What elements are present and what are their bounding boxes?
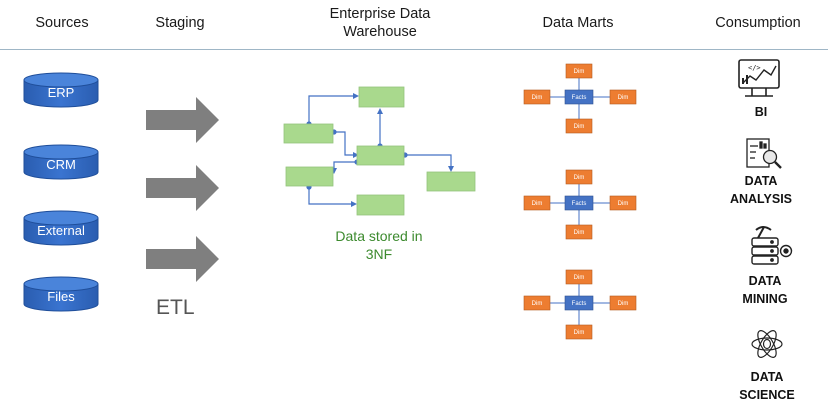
- dim-box: [565, 324, 593, 340]
- edw-table: [358, 86, 405, 108]
- edw-caption: Data stored in 3NF: [318, 227, 440, 263]
- dim-box: [609, 195, 637, 211]
- dim-box: [565, 224, 593, 240]
- header-edw-line2: Warehouse: [343, 24, 417, 40]
- dim-label: Dim: [532, 301, 543, 307]
- dim-label: Dim: [574, 230, 585, 236]
- consumption-analysis-line1: DATA: [744, 174, 778, 188]
- dim-label: Dim: [574, 275, 585, 281]
- facts-box: [564, 295, 594, 311]
- source-external-cylinder: [23, 210, 99, 246]
- consumption-science-label: DATA SCIENCE: [712, 368, 822, 404]
- dim-box: [609, 89, 637, 105]
- staging-arrow-2: [146, 165, 219, 211]
- staging-arrow-3: [146, 236, 219, 282]
- source-erp-cylinder: [23, 72, 99, 108]
- consumption-mining-line2: MINING: [742, 292, 788, 306]
- staging-etl-label: ETL: [156, 296, 195, 319]
- dim-label: Dim: [532, 95, 543, 101]
- consumption-bi-label: BI: [706, 103, 816, 121]
- dim-box: [523, 295, 551, 311]
- header-sources: Sources: [35, 15, 89, 31]
- source-crm-cylinder: [23, 144, 99, 180]
- dim-box: [523, 195, 551, 211]
- staging-arrow-1: [146, 97, 219, 143]
- consumption-bi-line1: BI: [754, 105, 768, 119]
- dim-box: [565, 269, 593, 285]
- header-edw-line1: Enterprise Data: [329, 6, 431, 22]
- source-files-cylinder: [23, 276, 99, 312]
- edw-tables: [283, 86, 476, 216]
- facts-box: [564, 195, 594, 211]
- source-external-label: External: [37, 223, 85, 238]
- dim-box: [609, 295, 637, 311]
- header-data-marts: Data Marts: [542, 15, 614, 31]
- edw-table: [283, 123, 334, 144]
- edw-caption-line2: 3NF: [365, 246, 393, 262]
- consumption-mining-label: DATA MINING: [710, 272, 820, 308]
- consumption-science-line2: SCIENCE: [739, 388, 795, 402]
- source-files-label: Files: [47, 289, 75, 304]
- dim-box: [565, 169, 593, 185]
- consumption-mining-line1: DATA: [748, 274, 782, 288]
- dim-box: [565, 63, 593, 79]
- facts-label: Facts: [572, 201, 587, 207]
- dim-label: Dim: [574, 330, 585, 336]
- dim-label: Dim: [618, 201, 629, 207]
- dim-label: Dim: [574, 175, 585, 181]
- edw-table: [285, 166, 334, 187]
- dim-label: Dim: [574, 124, 585, 130]
- header-divider: [0, 49, 828, 50]
- header-consumption: Consumption: [715, 15, 801, 31]
- header-staging: Staging: [155, 15, 205, 31]
- source-crm-label: CRM: [46, 157, 76, 172]
- dim-label: Dim: [618, 95, 629, 101]
- edw-connectors: [308, 95, 452, 205]
- edw-table: [356, 194, 405, 216]
- consumption-science-line1: DATA: [750, 370, 784, 384]
- header-edw: Enterprise Data Warehouse: [300, 5, 460, 41]
- dim-label: Dim: [618, 301, 629, 307]
- source-erp-label: ERP: [47, 85, 75, 100]
- edw-table: [356, 145, 405, 166]
- dim-label: Dim: [532, 201, 543, 207]
- consumption-analysis-line2: ANALYSIS: [729, 192, 793, 206]
- edw-table: [426, 171, 476, 192]
- facts-box: [564, 89, 594, 105]
- facts-label: Facts: [572, 95, 587, 101]
- dim-label: Dim: [574, 69, 585, 75]
- dim-box: [523, 89, 551, 105]
- edw-caption-line1: Data stored in: [335, 228, 423, 244]
- consumption-analysis-label: DATA ANALYSIS: [706, 172, 816, 208]
- dim-box: [565, 118, 593, 134]
- facts-label: Facts: [572, 301, 587, 307]
